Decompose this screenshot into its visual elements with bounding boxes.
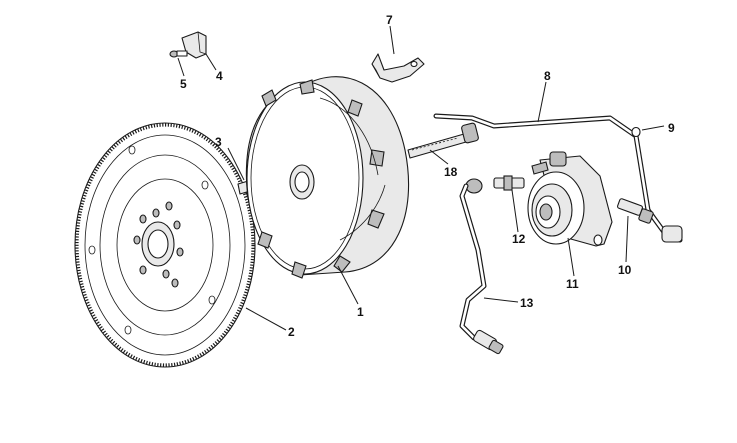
callout-8: 8 <box>544 69 551 83</box>
callout-7: 7 <box>386 13 393 27</box>
bleed-nipple <box>465 175 525 194</box>
callout-10: 10 <box>618 263 632 277</box>
slave-cylinder <box>527 151 613 247</box>
hydraulic-pipe <box>433 113 683 243</box>
callout-18: 18 <box>444 165 458 179</box>
callout-5: 5 <box>180 77 187 91</box>
callout-9: 9 <box>668 121 675 135</box>
flywheel <box>74 122 256 368</box>
callout-2: 2 <box>288 325 295 339</box>
callout-3: 3 <box>215 135 222 149</box>
pipe-clip <box>631 126 641 138</box>
callout-labels: 1 2 3 4 5 7 8 9 10 11 12 13 18 <box>180 13 675 339</box>
callout-12: 12 <box>512 232 526 246</box>
bleed-hose <box>459 183 504 355</box>
release-bracket <box>371 53 425 83</box>
bracket-screw <box>169 50 188 58</box>
clutch-pressure-plate <box>245 76 410 279</box>
callout-1: 1 <box>357 305 364 319</box>
long-bolt <box>407 122 479 159</box>
leader-lines <box>177 25 665 331</box>
callout-4: 4 <box>216 69 223 83</box>
callout-11: 11 <box>566 277 579 291</box>
callout-13: 13 <box>520 296 534 310</box>
pipe-fitting <box>617 198 654 224</box>
